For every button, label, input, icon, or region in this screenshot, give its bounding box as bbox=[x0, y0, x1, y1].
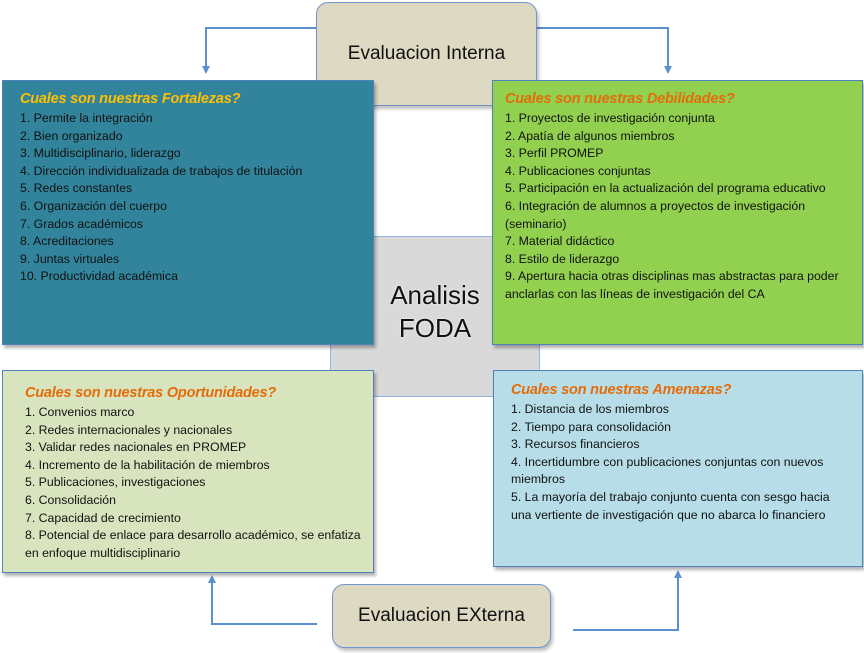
amenazas-item: 5. La mayoría del trabajo conjunto cuent… bbox=[511, 489, 830, 522]
connector-line bbox=[211, 582, 213, 625]
fortalezas-item: 8. Acreditaciones bbox=[20, 234, 114, 249]
amenazas-title: Cuales son nuestras Amenazas? bbox=[511, 382, 732, 398]
debilidades-box: Cuales son nuestras Debilidades? 1. Proy… bbox=[492, 80, 863, 345]
oportunidades-item: 3. Validar redes nacionales en PROMEP bbox=[25, 440, 247, 455]
debilidades-item: 7. Material didáctico bbox=[505, 234, 615, 249]
debilidades-item: 2. Apatía de algunos miembros bbox=[505, 128, 675, 143]
oportunidades-box: Cuales son nuestras Oportunidades? 1. Co… bbox=[2, 370, 374, 573]
arrow-down-icon bbox=[202, 66, 210, 74]
fortalezas-item: 3. Multidisciplinario, liderazgo bbox=[20, 146, 181, 161]
oportunidades-item: 8. Potencial de enlace para desarrollo a… bbox=[25, 528, 361, 560]
arrow-up-icon bbox=[674, 570, 682, 578]
amenazas-box: Cuales son nuestras Amenazas? 1. Distanc… bbox=[493, 370, 863, 567]
oportunidades-item: 4. Incremento de la habilitación de miem… bbox=[25, 457, 270, 472]
fortalezas-item: 5. Redes constantes bbox=[20, 181, 133, 196]
connector-line bbox=[573, 629, 679, 631]
connector-line bbox=[667, 27, 669, 67]
oportunidades-item: 1. Convenios marco bbox=[25, 405, 135, 419]
amenazas-item: 3. Recursos financieros bbox=[511, 437, 640, 452]
fortalezas-item: 10. Productividad académica bbox=[20, 269, 178, 284]
debilidades-item: 1. Proyectos de investigación conjunta bbox=[505, 111, 715, 125]
debilidades-item: 8. Estilo de liderazgo bbox=[505, 251, 620, 266]
oportunidades-item: 6. Consolidación bbox=[25, 492, 116, 507]
arrow-down-icon bbox=[664, 66, 672, 74]
fortalezas-box: Cuales son nuestras Fortalezas? 1. Permi… bbox=[2, 80, 374, 345]
fortalezas-title: Cuales son nuestras Fortalezas? bbox=[20, 91, 241, 107]
fortalezas-item: 4. Dirección individualizada de trabajos… bbox=[20, 163, 303, 178]
evaluacion-interna-label: Evaluacion Interna bbox=[347, 43, 506, 64]
connector-line bbox=[537, 27, 669, 29]
connector-line bbox=[677, 577, 679, 631]
fortalezas-item: 2. Bien organizado bbox=[20, 128, 123, 143]
fortalezas-item: 6. Organización del cuerpo bbox=[20, 198, 167, 213]
connector-line bbox=[205, 27, 317, 29]
fortalezas-item: 7. Grados académicos bbox=[20, 216, 144, 231]
debilidades-item: 4. Publicaciones conjuntas bbox=[505, 163, 651, 178]
amenazas-item: 4. Incertidumbre con publicaciones conju… bbox=[511, 454, 824, 487]
connector-line bbox=[211, 623, 317, 625]
center-title-line1: Analisis bbox=[390, 280, 480, 310]
evaluacion-externa-box: Evaluacion EXterna bbox=[332, 584, 551, 648]
arrow-up-icon bbox=[208, 575, 216, 583]
evaluacion-externa-label: Evaluacion EXterna bbox=[358, 605, 525, 626]
fortalezas-item: 1. Permite la integración bbox=[20, 111, 153, 125]
oportunidades-item: 2. Redes internacionales y nacionales bbox=[25, 422, 233, 437]
oportunidades-title: Cuales son nuestras Oportunidades? bbox=[25, 385, 277, 401]
oportunidades-item: 7. Capacidad de crecimiento bbox=[25, 510, 181, 525]
connector-line bbox=[205, 27, 207, 67]
debilidades-item: 9. Apertura hacia otras disciplinas mas … bbox=[505, 269, 839, 301]
amenazas-item: 2. Tiempo para consolidación bbox=[511, 419, 671, 434]
debilidades-item: 3. Perfil PROMEP bbox=[505, 146, 604, 161]
amenazas-item: 1. Distancia de los miembros bbox=[511, 402, 669, 416]
debilidades-item: 6. Integración de alumnos a proyectos de… bbox=[505, 198, 806, 231]
fortalezas-item: 9. Juntas virtuales bbox=[20, 251, 120, 266]
debilidades-item: 5. Participación en la actualización del… bbox=[505, 181, 826, 196]
oportunidades-item: 5. Publicaciones, investigaciones bbox=[25, 475, 206, 490]
center-title-line2: FODA bbox=[398, 313, 472, 343]
debilidades-title: Cuales son nuestras Debilidades? bbox=[505, 91, 735, 107]
